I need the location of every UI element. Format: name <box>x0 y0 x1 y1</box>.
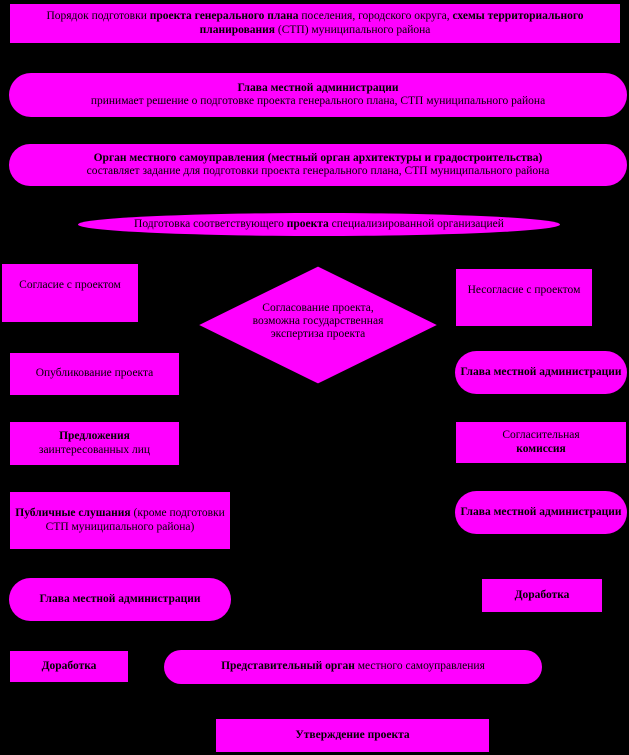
dorabotka-left-box: Доработка <box>9 650 129 683</box>
publication-box: Опубликование проекта <box>9 352 180 396</box>
glava-right-1-box: Глава местной администрации <box>455 351 627 394</box>
proposals-box: Предложения заинтересованных лиц <box>9 421 180 466</box>
approval-box: Утверждение проекта <box>215 718 490 753</box>
organ-msu-title: Орган местного самоуправления (местный о… <box>93 151 543 164</box>
commission-box: Согласительная комиссия <box>455 421 627 464</box>
glava-right-2-box: Глава местной администрации <box>455 491 627 534</box>
organ-msu-box: Орган местного самоуправления (местный о… <box>9 144 627 186</box>
glava-left-box: Глава местной администрации <box>9 578 231 621</box>
representative-box: Представительный орган местного самоупра… <box>164 650 542 684</box>
header-title: Порядок подготовки проекта генерального … <box>9 3 621 44</box>
hearings-box: Публичные слушания (кроме подготовки СТП… <box>9 491 231 550</box>
organ-msu-text: составляет задание для подготовки проект… <box>86 165 550 177</box>
glava-decision-box: Глава местной администрации принимает ре… <box>9 73 627 117</box>
preparation-ellipse: Подготовка соответствующего проекта спец… <box>78 213 560 236</box>
glava-decision-title: Глава местной администрации <box>237 81 399 94</box>
disagree-box: Несогласие с проектом <box>455 268 593 327</box>
approval-diamond-shape <box>196 265 440 385</box>
agree-box: Согласие с проектом <box>1 263 139 323</box>
diamond-text: Согласование проекта, возможна государст… <box>252 302 384 341</box>
glava-decision-text: принимает решение о подготовке проекта г… <box>90 95 546 107</box>
dorabotka-right-box: Доработка <box>481 578 603 613</box>
